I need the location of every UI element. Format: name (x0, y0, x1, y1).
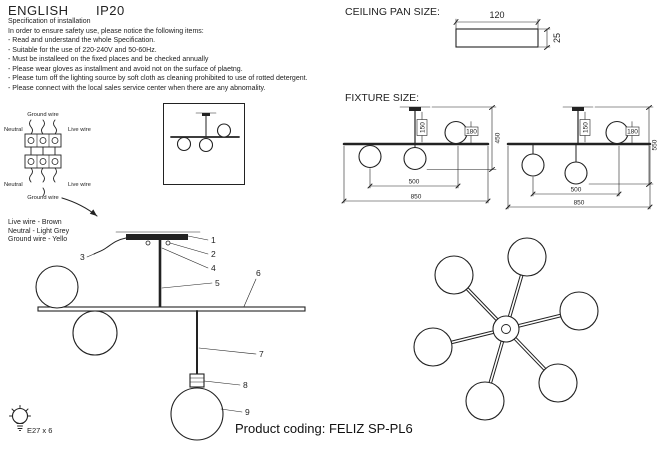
part-number: 4 (211, 263, 216, 273)
language-label: ENGLISH (8, 3, 69, 18)
spec-item: - Please connect with the local sales se… (8, 84, 266, 92)
fixture-size-title: FIXTURE SIZE: (345, 92, 420, 104)
part-number: 2 (211, 249, 216, 259)
ground-wire-bottom-label: Ground wire (27, 195, 59, 201)
install-arrow (61, 197, 98, 217)
part-number: 9 (245, 407, 250, 417)
glass-ball (434, 255, 474, 295)
neutral-bottom-label: Neutral (4, 182, 23, 188)
lamp-socket (189, 373, 205, 388)
inner-width-dimension: 500 (409, 179, 420, 186)
pan-width-dimension: 120 (489, 10, 504, 20)
pan-depth-dimension: 25 (552, 33, 562, 43)
glass-ball (559, 291, 599, 331)
spec-item: - Please wear gloves as installment and … (8, 65, 243, 73)
part-number: 5 (215, 278, 220, 288)
height-dimension: 550 (652, 139, 659, 150)
spec-item: - Please turn off the lighting source by… (8, 75, 308, 82)
part-number: 8 (243, 380, 248, 390)
glass-ball (170, 387, 224, 441)
terminal-block-lower (24, 154, 62, 169)
stem-dimension: 150 (583, 122, 590, 133)
glass-ball (35, 265, 79, 309)
bulb-spec-label: E27 x 6 (27, 426, 53, 435)
legend-neutral: Neutral - Light Grey (8, 227, 70, 235)
ceiling-pan-drawing: 120 25 (453, 10, 562, 50)
cross-bar (37, 306, 306, 312)
product-coding: Product coding: FELIZ SP-PL6 (235, 421, 413, 436)
ground-wire-top-label: Ground wire (27, 112, 59, 118)
live-bottom-label: Live wire (68, 182, 91, 188)
spec-item: - Read and understand the whole Specific… (8, 37, 156, 44)
ip-rating-label: IP20 (96, 3, 125, 18)
spec-item: - Suitable for the use of 220-240V and 5… (8, 46, 157, 54)
neutral-top-label: Neutral (4, 127, 23, 133)
glass-ball (413, 327, 453, 367)
specification-section: Specification of installation In order t… (8, 17, 308, 93)
fixture-thumbnail-drawing (170, 112, 240, 153)
supply-wire (93, 237, 127, 255)
canopy (126, 234, 188, 240)
bulb-icon (9, 405, 31, 431)
fixture-top-view-drawing (413, 237, 599, 421)
part-number: 7 (259, 349, 264, 359)
glass-ball (507, 237, 547, 277)
glass-ball (72, 310, 118, 356)
fixture-thumbnail-box (163, 103, 245, 185)
terminal-block-upper (24, 133, 62, 148)
live-top-label: Live wire (68, 127, 91, 133)
wiring-diagram: Ground wire Neutral Live wire Neutral Li… (4, 112, 98, 217)
spec-item: - Must be installeed on the fixed places… (8, 56, 209, 63)
inner-width-dimension: 500 (571, 187, 582, 194)
fixture-drawing-550: 150 180 550 500 850 (505, 105, 659, 210)
ball-dimension: 180 (627, 129, 638, 136)
width-dimension: 850 (411, 194, 422, 201)
width-dimension: 850 (574, 200, 585, 207)
part-number: 6 (256, 268, 261, 278)
spec-title: Specification of installation (8, 18, 91, 25)
part-number: 1 (211, 235, 216, 245)
glass-ball (465, 381, 505, 421)
stem-dimension: 150 (420, 122, 427, 133)
ceiling-pan-size-title: CEILING PAN SIZE: (345, 6, 440, 18)
part-number: 3 (80, 252, 85, 262)
fixture-drawing-450: 150 180 450 500 850 (341, 105, 502, 204)
glass-ball (538, 363, 578, 403)
spec-intro: In order to ensure safety use, please no… (8, 27, 204, 35)
exploded-parts-drawing: 3 1 2 4 5 6 7 8 9 (35, 231, 306, 441)
height-dimension: 450 (495, 132, 502, 143)
legend-ground: Ground wire - Yello (8, 236, 68, 243)
legend-live: Live wire - Brown (8, 219, 62, 226)
ball-dimension: 180 (466, 129, 477, 136)
wire-colour-legend: Live wire - Brown Neutral - Light Grey G… (8, 219, 69, 245)
